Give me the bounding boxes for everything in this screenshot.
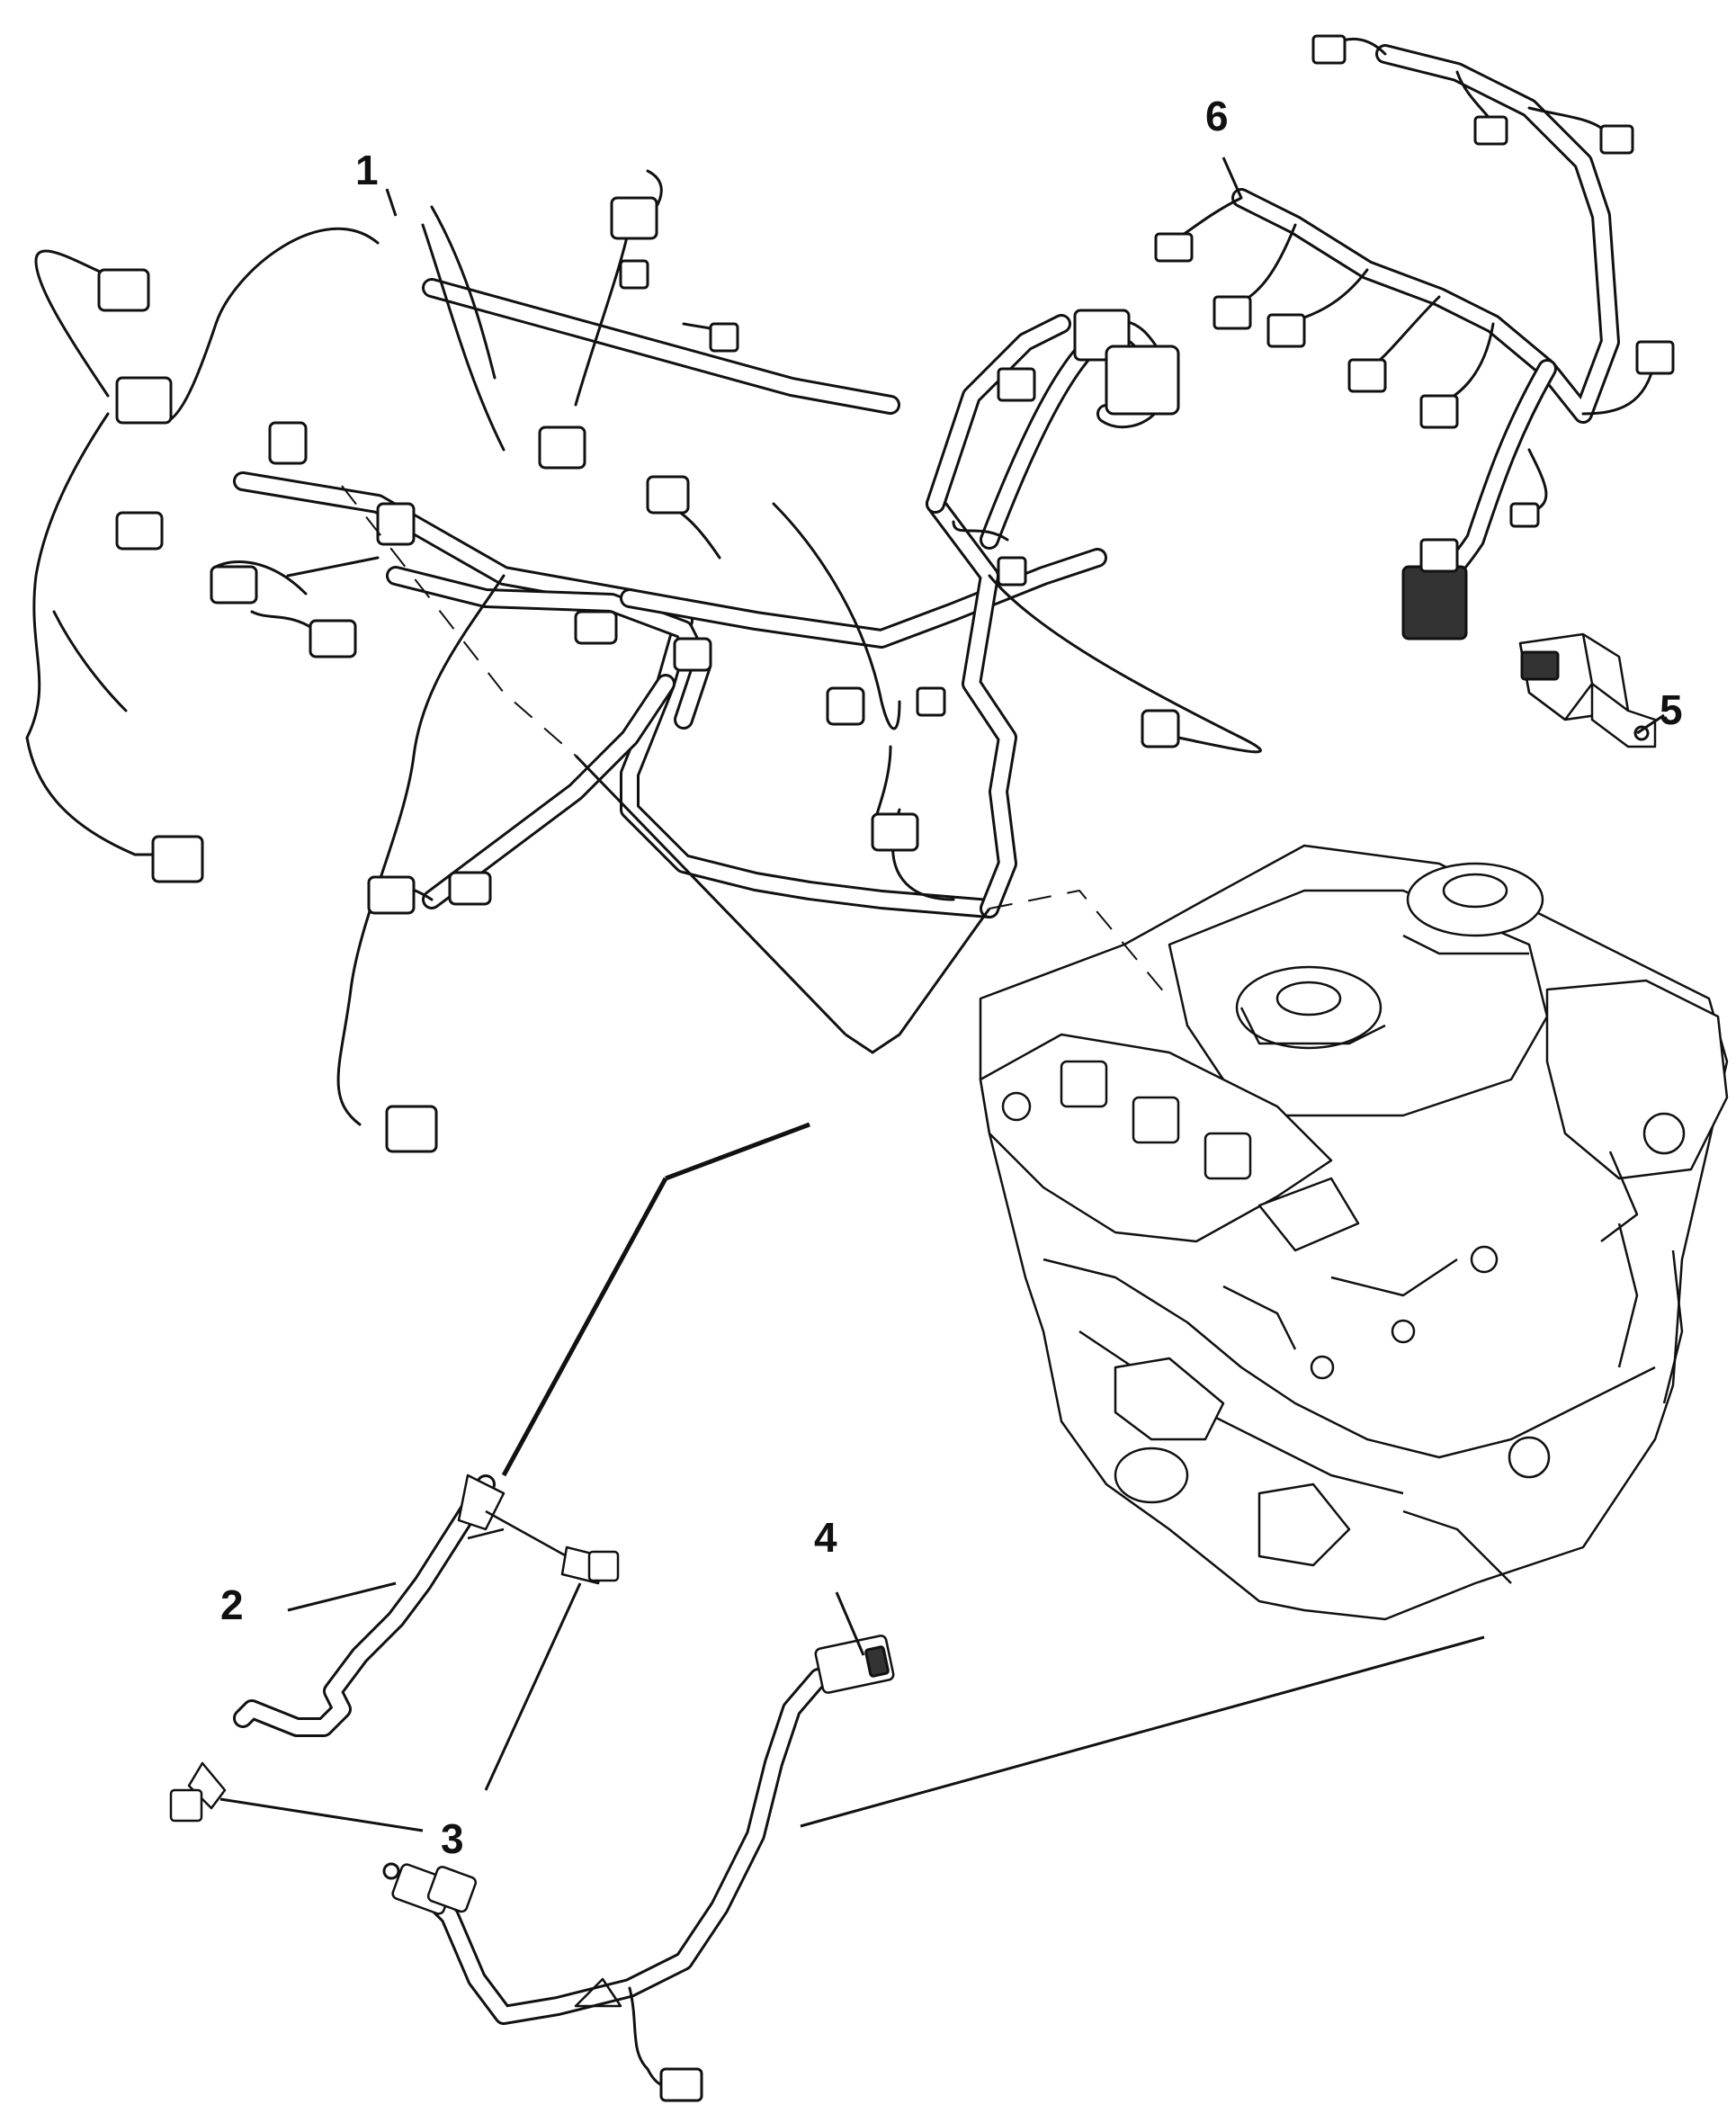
main-wiring-harness: [25, 169, 1262, 1153]
callout-3: 3: [441, 1815, 464, 1862]
callout-leaders: [219, 157, 1665, 1832]
ground-strap: [233, 1474, 568, 1737]
bolts: [169, 1545, 620, 1823]
sensor-harness: [382, 1635, 895, 2102]
callout-6: 6: [1205, 93, 1229, 139]
callout-1: 1: [355, 147, 379, 193]
callout-5: 5: [1660, 686, 1683, 733]
reference-lines: [341, 485, 1485, 1828]
callout-4: 4: [814, 1514, 837, 1561]
callout-numbers: 1 2 3 4 5 6: [220, 93, 1683, 1862]
injector-harness: [1154, 34, 1675, 640]
callout-2: 2: [220, 1581, 244, 1628]
relay: [1518, 632, 1657, 748]
engine-assembly: [979, 844, 1729, 1621]
